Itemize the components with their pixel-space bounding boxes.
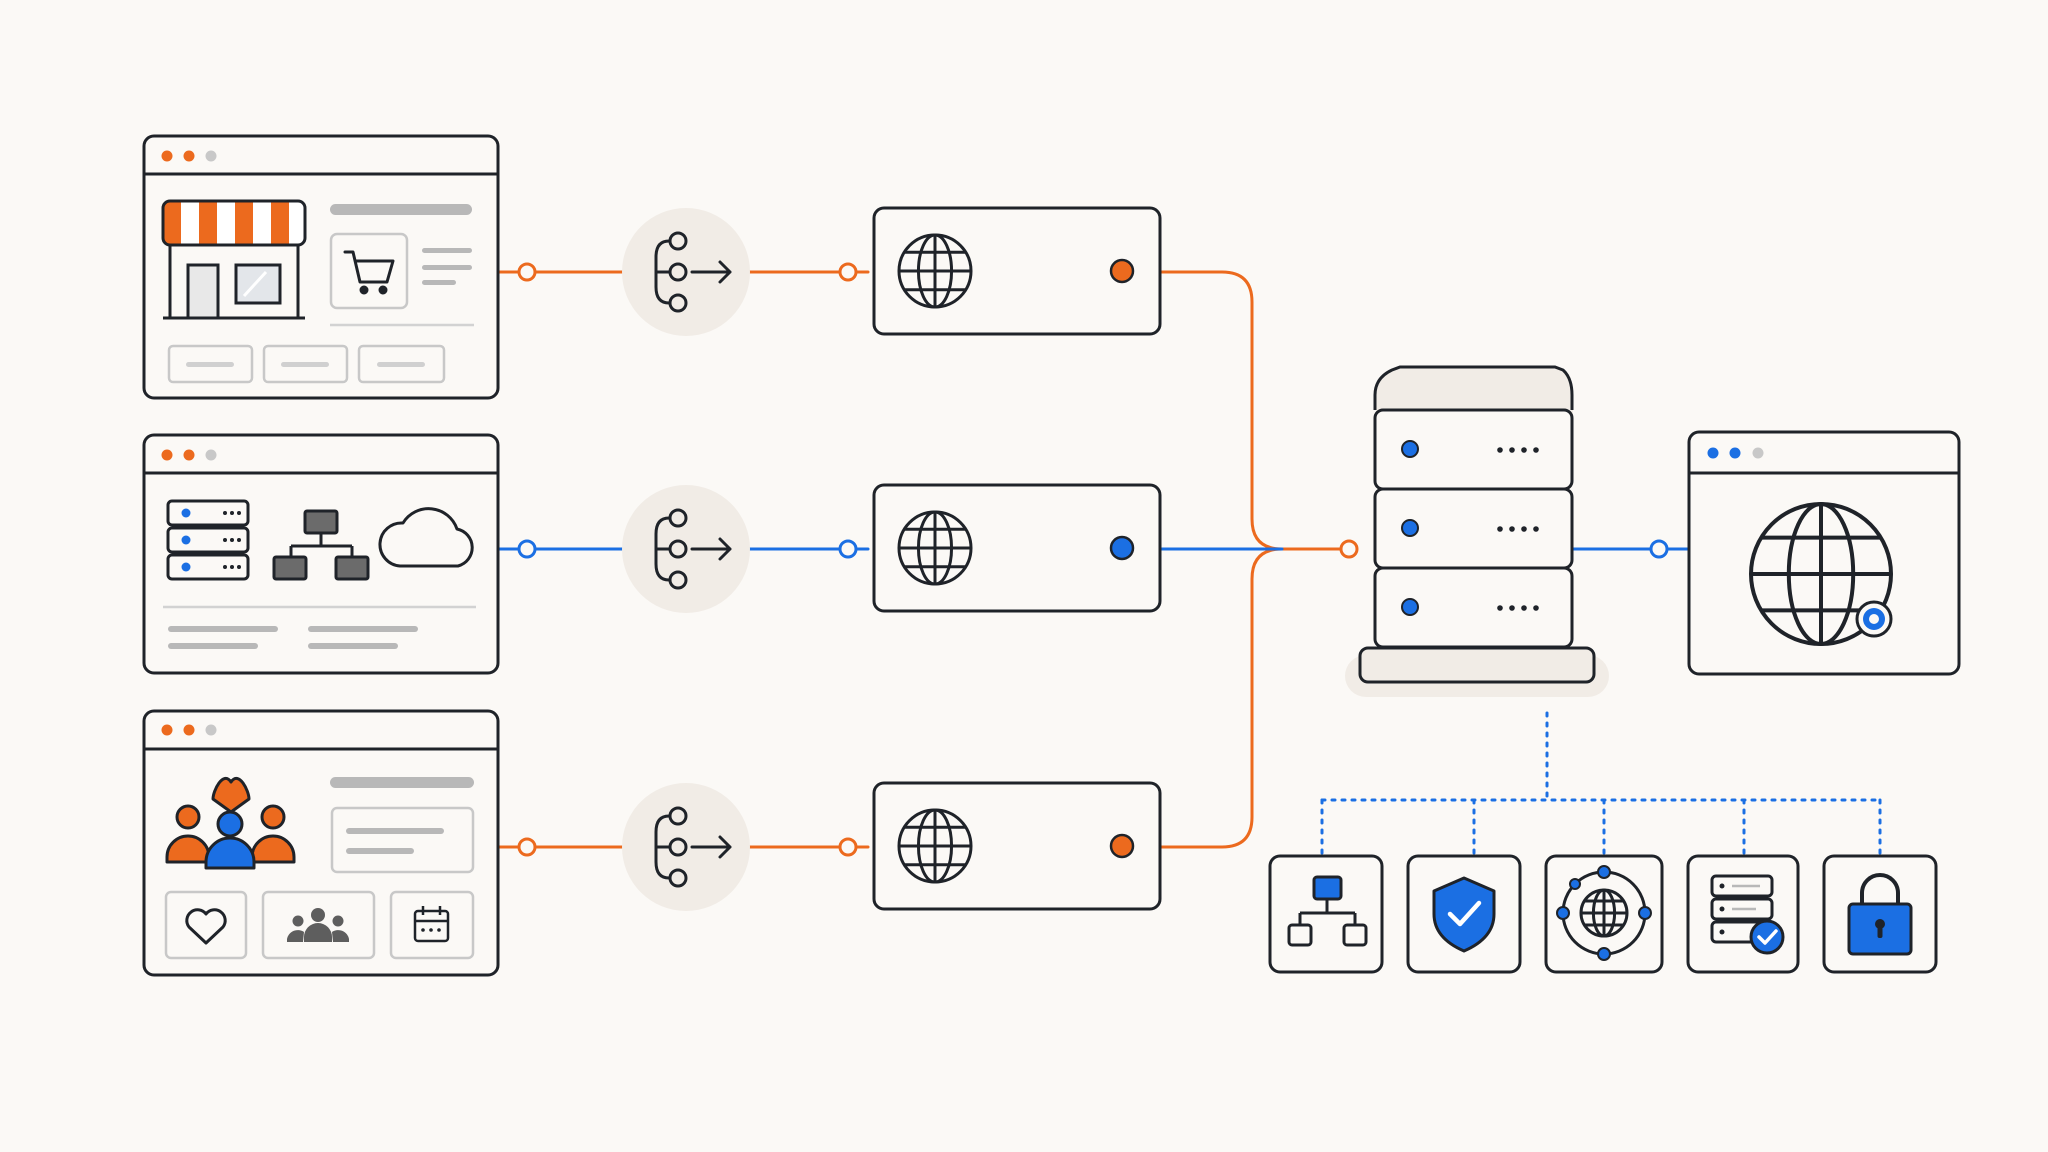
split-route-icon xyxy=(622,208,750,336)
heart-button xyxy=(164,890,248,960)
community-site-window xyxy=(142,709,500,977)
infrastructure-site-window xyxy=(142,433,500,675)
shopping-cart-icon xyxy=(343,250,395,295)
globe-icon xyxy=(897,233,973,309)
network-hierarchy-icon xyxy=(272,509,370,581)
server-stack-icon xyxy=(1345,365,1609,697)
status-indicator xyxy=(1109,535,1135,561)
status-indicator xyxy=(1109,833,1135,859)
globe-icon xyxy=(897,510,973,586)
server-rack-icon xyxy=(166,499,250,581)
status-indicator xyxy=(1109,258,1135,284)
merge-line-bottom xyxy=(1158,547,1284,849)
merge-line-top xyxy=(1158,270,1352,551)
globe-badge-icon xyxy=(1749,502,1893,646)
cloud-icon xyxy=(378,507,474,568)
endpoint-card xyxy=(872,483,1162,613)
globe-icon xyxy=(897,808,973,884)
calendar-button xyxy=(389,890,475,960)
globe-icon xyxy=(1749,502,1893,646)
group-icon xyxy=(287,908,349,942)
network-hierarchy-icon xyxy=(1287,875,1368,947)
split-route-icon xyxy=(622,485,750,613)
junction-dot xyxy=(838,262,858,282)
people-heart-icon xyxy=(165,776,296,870)
feature-branch-lines xyxy=(1320,711,1882,858)
endpoint-card xyxy=(872,781,1162,911)
server-unit xyxy=(1373,408,1574,491)
heart-icon xyxy=(185,908,227,945)
junction-dot xyxy=(517,837,537,857)
server-unit xyxy=(1373,566,1574,649)
calendar-icon xyxy=(413,906,450,943)
storefront-site-window xyxy=(142,134,500,400)
split-route-icon xyxy=(622,783,750,911)
shield-check-icon xyxy=(1432,876,1496,953)
junction-dot xyxy=(1339,539,1359,559)
orbit-globe-icon xyxy=(1556,865,1652,961)
server-unit xyxy=(1373,487,1574,570)
junction-dot xyxy=(838,837,858,857)
junction-dot xyxy=(517,539,537,559)
endpoint-card xyxy=(872,206,1162,336)
storefront-icon xyxy=(161,199,307,320)
globe-icon xyxy=(1579,888,1629,938)
padlock-icon xyxy=(1847,873,1913,956)
junction-dot xyxy=(838,539,858,559)
destination-site-window xyxy=(1687,430,1961,676)
junction-dot xyxy=(517,262,537,282)
server-check-icon xyxy=(1710,874,1785,955)
junction-dot xyxy=(1649,539,1669,559)
